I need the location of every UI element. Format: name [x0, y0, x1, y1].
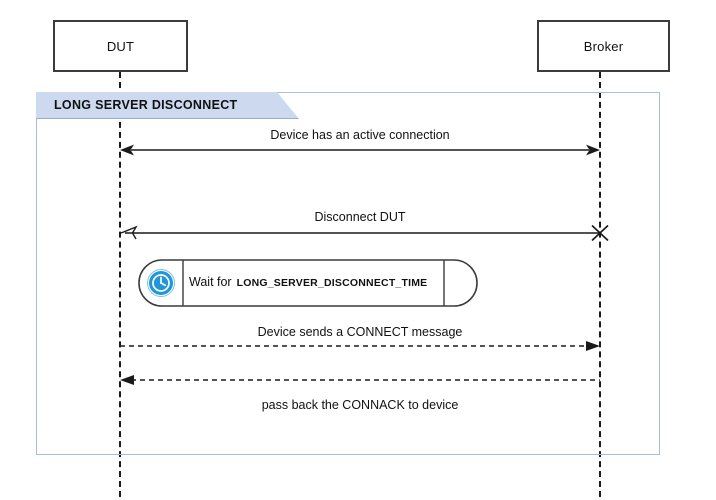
message-label-active-connection: Device has an active connection — [270, 128, 450, 142]
fragment-header: LONG SERVER DISCONNECT — [36, 92, 299, 119]
lifeline-dut — [119, 72, 121, 497]
message-label-connack-message: pass back the CONNACK to device — [261, 398, 459, 412]
message-arrow-active-connection — [120, 144, 600, 156]
fragment-title: LONG SERVER DISCONNECT — [54, 98, 238, 112]
lifeline-termination-cross — [591, 224, 609, 242]
message-label-connect-message: Device sends a CONNECT message — [257, 325, 463, 339]
participant-label-broker: Broker — [583, 38, 624, 54]
lifeline-broker — [599, 72, 601, 497]
participant-label-dut: DUT — [106, 38, 135, 54]
clock-icon — [147, 269, 175, 297]
wait-constant: LONG_SERVER_DISCONNECT_TIME — [236, 277, 428, 289]
message-arrow-connack-message — [120, 375, 600, 385]
participant-box-broker: Broker — [537, 20, 670, 72]
wait-text: Wait for LONG_SERVER_DISCONNECT_TIME — [189, 275, 427, 289]
message-arrow-connect-message — [120, 341, 600, 351]
wait-prefix: Wait for — [189, 275, 232, 289]
message-label-disconnect-dut: Disconnect DUT — [314, 210, 406, 224]
wait-duration-box — [138, 259, 478, 307]
fragment-long-server-disconnect — [36, 92, 660, 455]
participant-box-dut: DUT — [53, 20, 188, 72]
message-arrow-disconnect-dut — [120, 224, 609, 242]
